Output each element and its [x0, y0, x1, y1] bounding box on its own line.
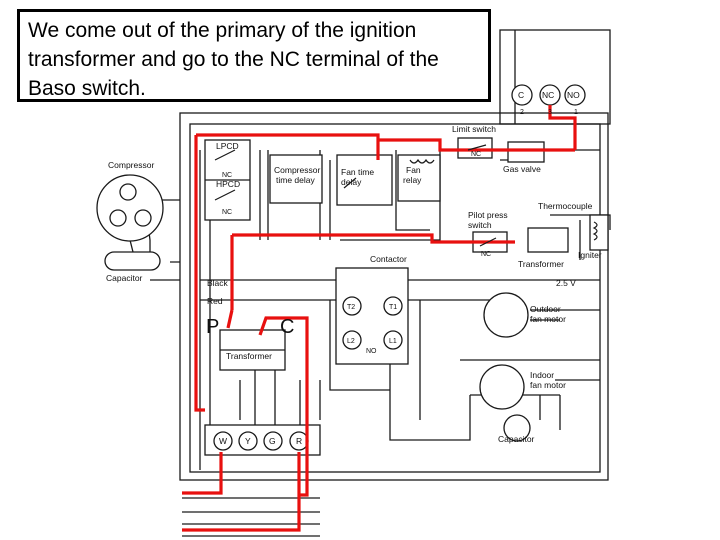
caption-box: We come out of the primary of the igniti… — [17, 9, 491, 102]
label-black: Black — [207, 278, 229, 288]
label-term-g: G — [269, 436, 276, 446]
switch-symbols — [214, 144, 598, 247]
label-p: P — [206, 316, 219, 338]
label-baso-nc: NC — [542, 90, 554, 100]
label-baso-2: 2 — [520, 109, 524, 116]
label-baso-3: 3 — [548, 109, 552, 116]
label-term-r: R — [296, 436, 302, 446]
outdoor-fan-motor — [483, 292, 529, 338]
label-transformer-ign: Transformer — [518, 259, 564, 269]
red-loop-top — [194, 133, 380, 412]
label-fan-relay-2: relay — [403, 175, 422, 185]
fan-time-delay-box — [336, 154, 393, 206]
terminal-l1 — [383, 330, 403, 350]
label-compressor: Compressor — [108, 160, 154, 170]
terminal-w — [213, 431, 233, 451]
red-baso-nc — [548, 105, 577, 150]
label-fan-relay-1: Fan — [406, 165, 421, 175]
label-thermocouple: Thermocouple — [538, 201, 593, 211]
fan-relay-box — [397, 154, 441, 202]
label-fan-delay-1: Fan time — [341, 167, 374, 177]
label-limit-switch: Limit switch — [452, 124, 496, 134]
thermocouple-coil — [589, 214, 609, 251]
label-t1: T1 — [389, 304, 397, 311]
terminal-y — [238, 431, 258, 451]
label-capacitor-indoor: Capacitor — [498, 434, 535, 444]
label-igniter: Igniter — [578, 250, 602, 260]
label-fan-delay-2: delay — [341, 177, 362, 187]
label-nc-pilot: NC — [481, 251, 491, 258]
label-baso-no: NO — [567, 90, 580, 100]
label-nc-lpcd: NC — [222, 172, 232, 179]
indoor-fan-motor — [479, 364, 525, 410]
label-red: Red — [207, 296, 223, 306]
red-w-wire — [182, 452, 223, 495]
label-pilot-press-1: Pilot press — [468, 210, 508, 220]
red-right-loop — [258, 316, 309, 497]
label-voltage: 2.5 V — [556, 278, 576, 288]
baso-terminal-c — [511, 84, 533, 106]
label-indoor-2: fan motor — [530, 380, 566, 390]
label-capacitor: Capacitor — [106, 273, 143, 283]
label-nc-hpcd: NC — [222, 209, 232, 216]
label-indoor-1: Indoor — [530, 370, 554, 380]
label-comp-delay-2: time delay — [276, 175, 315, 185]
highlighted-circuit — [182, 105, 577, 532]
label-transformer: Transformer — [226, 351, 272, 361]
label-l1: L1 — [389, 338, 397, 345]
terminal-g — [263, 431, 283, 451]
label-gas-valve: Gas valve — [503, 164, 541, 174]
terminal-t2 — [342, 296, 362, 316]
label-baso-1: 1 — [574, 109, 578, 116]
label-baso-c: C — [518, 90, 524, 100]
label-pilot-press-2: switch — [468, 220, 492, 230]
diagram-labels: LPCD NC HPCD NC Compressor Capacitor Com… — [106, 90, 602, 446]
label-t2: T2 — [347, 304, 355, 311]
red-transformer-p — [226, 309, 234, 329]
label-term-w: W — [219, 436, 227, 446]
indoor-capacitor — [503, 414, 531, 442]
label-hpcd: HPCD — [216, 179, 240, 189]
red-pilot-loop — [230, 233, 515, 310]
label-outdoor-2: fan motor — [530, 314, 566, 324]
label-c: C — [280, 316, 294, 338]
components — [96, 137, 609, 456]
gas-valve-box — [507, 141, 545, 163]
label-term-y: Y — [245, 436, 251, 446]
igniter-body — [527, 227, 569, 253]
baso-terminal-no — [564, 84, 586, 106]
red-r-wire — [182, 452, 301, 532]
red-to-limit-switch — [378, 138, 575, 152]
label-l2: L2 — [347, 338, 355, 345]
terminal-t1 — [383, 296, 403, 316]
label-lpcd: LPCD — [216, 141, 239, 151]
label-comp-delay-1: Compressor — [274, 165, 320, 175]
label-nc-limit: NC — [471, 151, 481, 158]
label-contactor: Contactor — [370, 254, 407, 264]
label-outdoor-1: Outdoor — [530, 304, 561, 314]
label-no-contactor: NO — [366, 348, 377, 355]
terminal-l2 — [342, 330, 362, 350]
terminals — [213, 84, 586, 451]
capacitor-body — [104, 251, 161, 271]
compressor-time-delay-box — [269, 154, 323, 204]
